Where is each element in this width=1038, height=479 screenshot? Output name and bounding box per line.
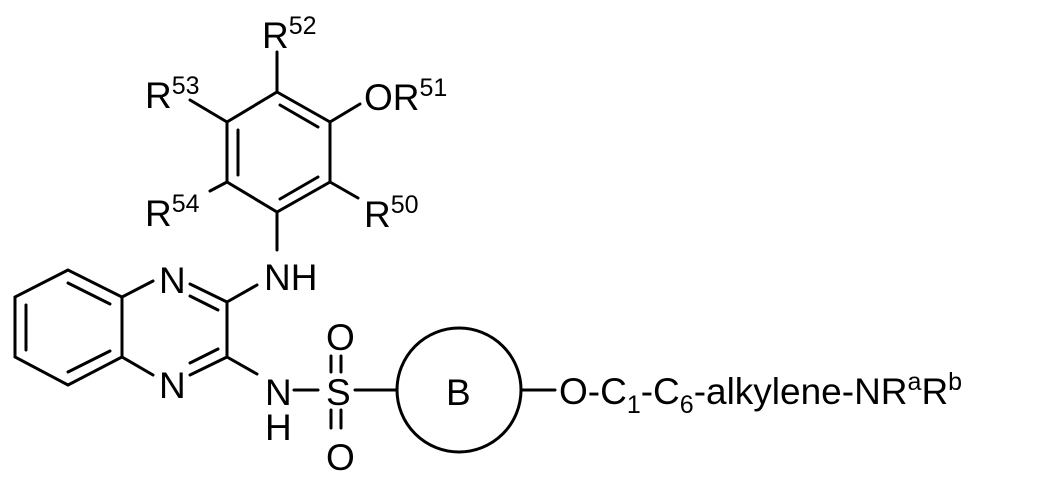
sulfur-label: S bbox=[326, 372, 351, 413]
aryl-ring bbox=[227, 92, 330, 212]
r50-label: R50 bbox=[364, 191, 419, 235]
n-bottom-label: N bbox=[159, 365, 186, 406]
oxygen-bottom-label: O bbox=[326, 437, 355, 478]
n-top-label: N bbox=[159, 260, 186, 301]
quinoxaline-ring bbox=[15, 270, 257, 385]
ring-b-label: B bbox=[446, 372, 471, 413]
r52-label: R52 bbox=[262, 12, 317, 56]
oxygen-top-label: O bbox=[326, 317, 355, 358]
aryl-substituent-bonds bbox=[190, 52, 360, 250]
alkylene-substituent-label: O-C1-C6-alkylene-NRaRb bbox=[559, 368, 962, 419]
sulfonamide-h-label: H bbox=[265, 407, 292, 448]
nh-amine-label: NH bbox=[264, 257, 317, 298]
r53-label: R53 bbox=[145, 72, 200, 116]
r54-label: R54 bbox=[145, 190, 200, 234]
or51-label: OR51 bbox=[364, 74, 447, 118]
